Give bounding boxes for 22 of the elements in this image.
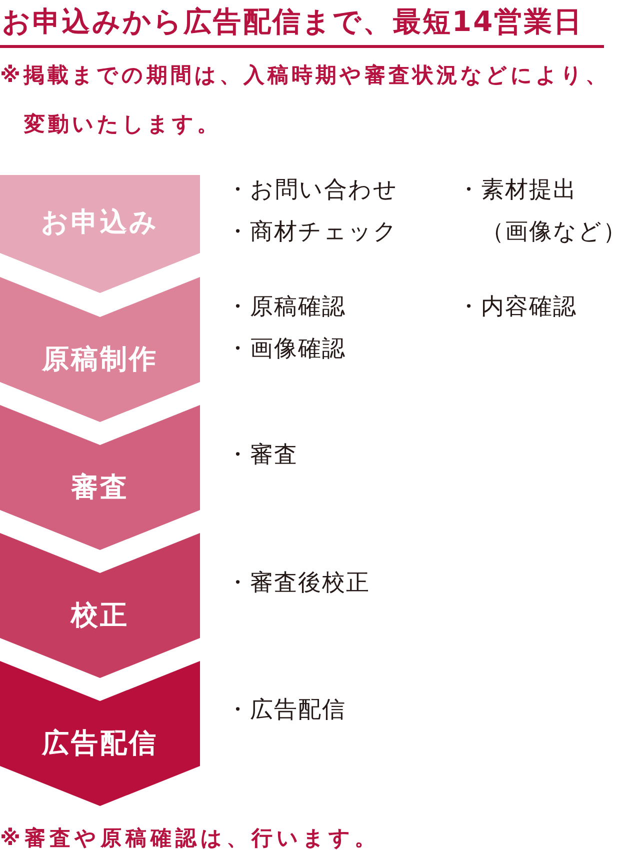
bullet-item: ・審査 <box>226 441 298 469</box>
step-label: 審査 <box>71 471 129 505</box>
note-text: ※掲載までの期間は、入稿時期や審査状況などにより、変動いたします。 <box>0 62 610 138</box>
step-label: 広告配信 <box>42 727 158 761</box>
step-label: お申込み <box>41 206 159 240</box>
chevron-step <box>0 533 200 678</box>
step-label: 校正 <box>71 599 129 633</box>
chevron-step <box>0 175 200 293</box>
bullet-item: ・原稿確認 <box>226 294 346 320</box>
bullet-item: ・内容確認 <box>457 294 577 320</box>
footnote: ※審査や原稿確認は、行います。 <box>0 825 380 850</box>
bullet-item: ・商材チェック <box>226 218 398 246</box>
bullet-item: ・お問い合わせ <box>226 176 398 204</box>
step-label: 原稿制作 <box>42 343 158 377</box>
title: お申込みから広告配信まで、最短14営業日 <box>2 4 583 40</box>
chevron-step <box>0 405 200 550</box>
bullet-item: ・広告配信 <box>226 696 346 724</box>
chevron-step <box>0 277 200 422</box>
chevron-step <box>0 661 200 806</box>
bullet-item: ・素材提出（画像など） <box>457 176 628 247</box>
bullet-item: ・審査後校正 <box>226 569 370 597</box>
bullet-item: ・画像確認 <box>226 336 346 362</box>
